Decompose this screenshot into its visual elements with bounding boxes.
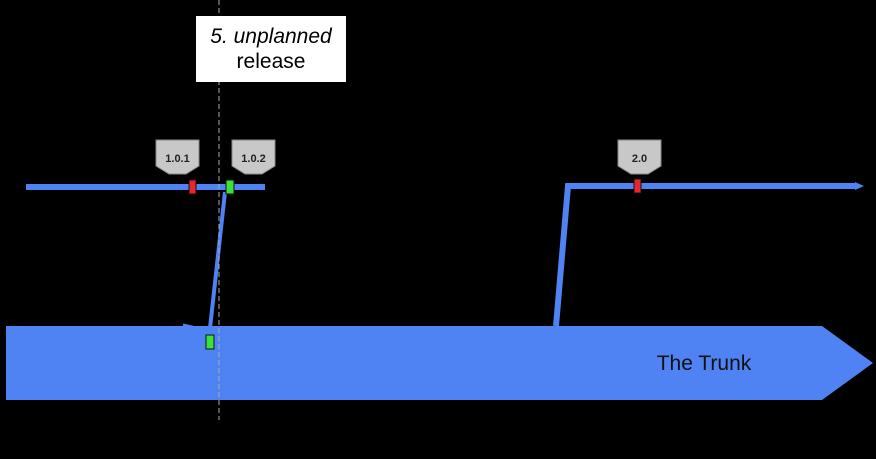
commit-marker-2-0 (633, 178, 642, 194)
commit-marker-1-0-2 (225, 179, 235, 195)
annotation-callout: 5. unplanned release (196, 16, 346, 82)
tag-1-0-2: 1.0.2 (231, 139, 276, 175)
release-branch-2-x-arrowhead (855, 182, 864, 190)
commit-marker-1-0-1 (188, 179, 197, 195)
tag-1-0-1: 1.0.1 (155, 139, 200, 175)
commit-marker-trunk-merge (205, 334, 215, 350)
annotation-line-2: release (236, 50, 306, 73)
trunk-label: The Trunk (657, 352, 752, 375)
trunk-arrow (6, 326, 873, 400)
tag-label: 1.0.1 (165, 153, 189, 165)
tag-label: 2.0 (632, 153, 647, 165)
merge-arrowhead (182, 323, 197, 330)
tag-2-0: 2.0 (617, 139, 662, 175)
annotation-line-1: 5. unplanned (210, 25, 332, 48)
tag-label: 1.0.2 (241, 153, 265, 165)
release-branch-2-x (553, 183, 856, 327)
merge-line-1-0-2 (208, 191, 227, 329)
